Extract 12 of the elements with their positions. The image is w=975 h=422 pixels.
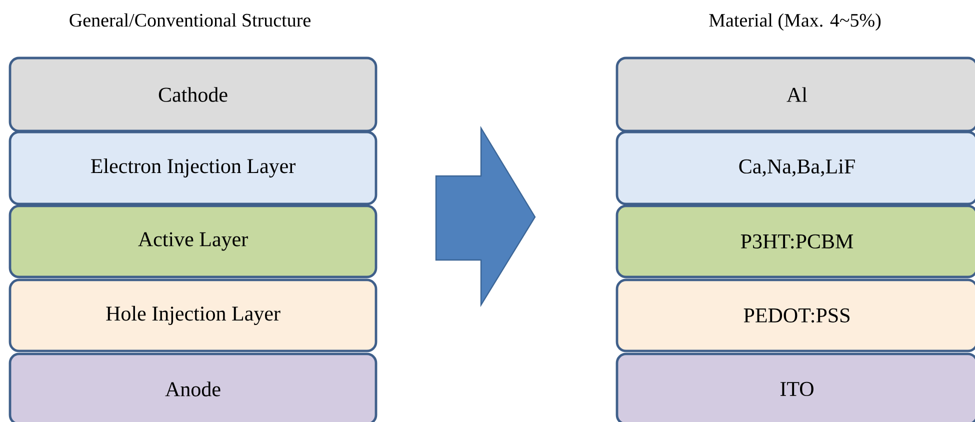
layer-box: Cathode: [8, 56, 378, 132]
layer-box: Al: [616, 56, 975, 132]
layer-box: Active Layer: [8, 204, 378, 278]
layer-box: PEDOT:PSS: [616, 278, 975, 352]
layer-box: Electron Injection Layer: [8, 130, 378, 206]
column-heading: General/Conventional Structure: [70, 13, 310, 27]
layer-box: Anode: [8, 352, 378, 422]
layer-box: ITO: [616, 352, 975, 422]
layer-box: P3HT:PCBM: [616, 204, 975, 278]
column-heading: Material (Max. 4~5%): [709, 13, 881, 31]
layer-box: Hole Injection Layer: [8, 278, 378, 352]
layer-box: Ca,Na,Ba,LiF: [616, 130, 975, 206]
